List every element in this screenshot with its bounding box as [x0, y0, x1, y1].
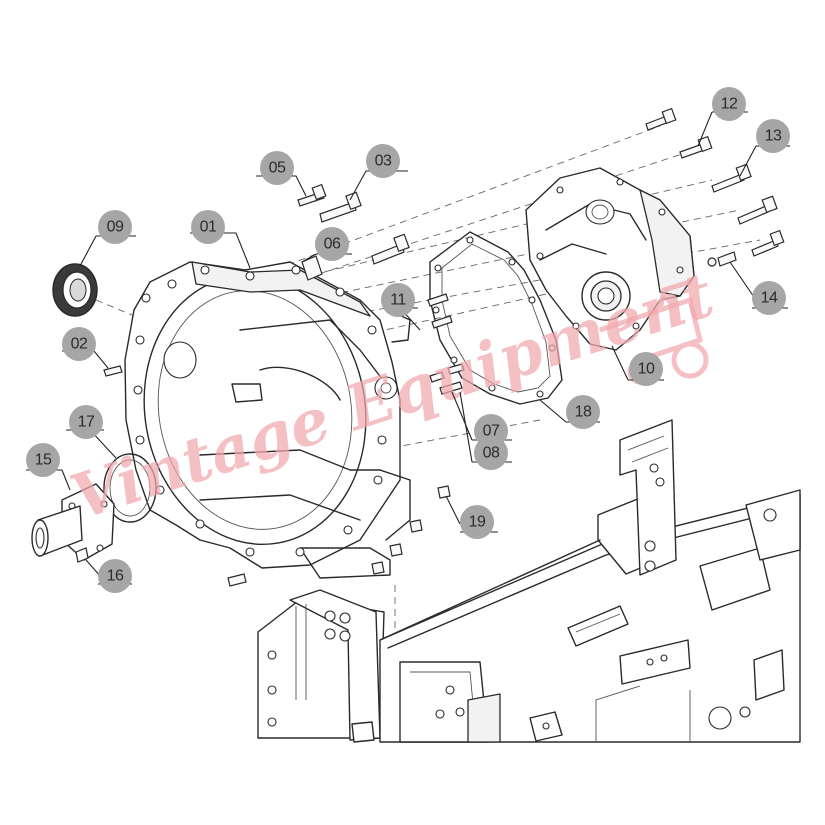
callout-10[interactable]: 10 [611, 345, 664, 386]
release-bearing-flange [31, 483, 115, 563]
callout-label: 19 [469, 514, 486, 531]
callouts: 01 02 03 05 06 07 [26, 87, 790, 593]
callout-05[interactable]: 05 [256, 151, 307, 197]
callout-09[interactable]: 09 [79, 210, 136, 267]
callout-13[interactable]: 13 [739, 119, 790, 177]
callout-17[interactable]: 17 [66, 405, 117, 459]
bell-housing [124, 255, 411, 579]
callout-label: 11 [390, 292, 406, 309]
fasteners [103, 107, 785, 587]
callout-06[interactable]: 06 [301, 227, 352, 263]
callout-label: 08 [483, 445, 500, 462]
callout-01[interactable]: 01 [190, 210, 251, 269]
callout-14[interactable]: 14 [729, 261, 788, 315]
callout-16[interactable]: 16 [85, 559, 132, 593]
callout-label: 14 [761, 290, 778, 307]
gasket [429, 231, 563, 405]
callout-15[interactable]: 15 [26, 443, 71, 491]
tractor-frame [257, 419, 801, 743]
callout-label: 07 [483, 423, 500, 440]
callout-03[interactable]: 03 [349, 144, 408, 201]
callout-12[interactable]: 12 [697, 87, 748, 147]
callout-label: 09 [107, 219, 124, 236]
callout-label: 15 [35, 452, 52, 469]
callout-label: 03 [375, 153, 392, 170]
callout-19[interactable]: 19 [445, 495, 498, 539]
callout-11[interactable]: 11 [381, 283, 421, 331]
callout-02[interactable]: 02 [62, 327, 109, 369]
callout-18[interactable]: 18 [539, 395, 600, 429]
oil-seal [52, 263, 98, 317]
o-ring [103, 453, 157, 523]
callout-label: 18 [575, 404, 592, 421]
callout-label: 16 [107, 568, 124, 585]
callout-label: 10 [638, 361, 655, 378]
gearbox-housing [525, 167, 695, 351]
callout-label: 13 [765, 128, 782, 145]
callout-label: 06 [324, 236, 341, 253]
callout-08[interactable]: 08 [459, 391, 512, 470]
callout-label: 17 [78, 414, 95, 431]
callout-label: 02 [71, 336, 88, 353]
callout-label: 05 [269, 160, 286, 177]
callout-label: 12 [721, 96, 738, 113]
callout-label: 01 [200, 219, 217, 236]
